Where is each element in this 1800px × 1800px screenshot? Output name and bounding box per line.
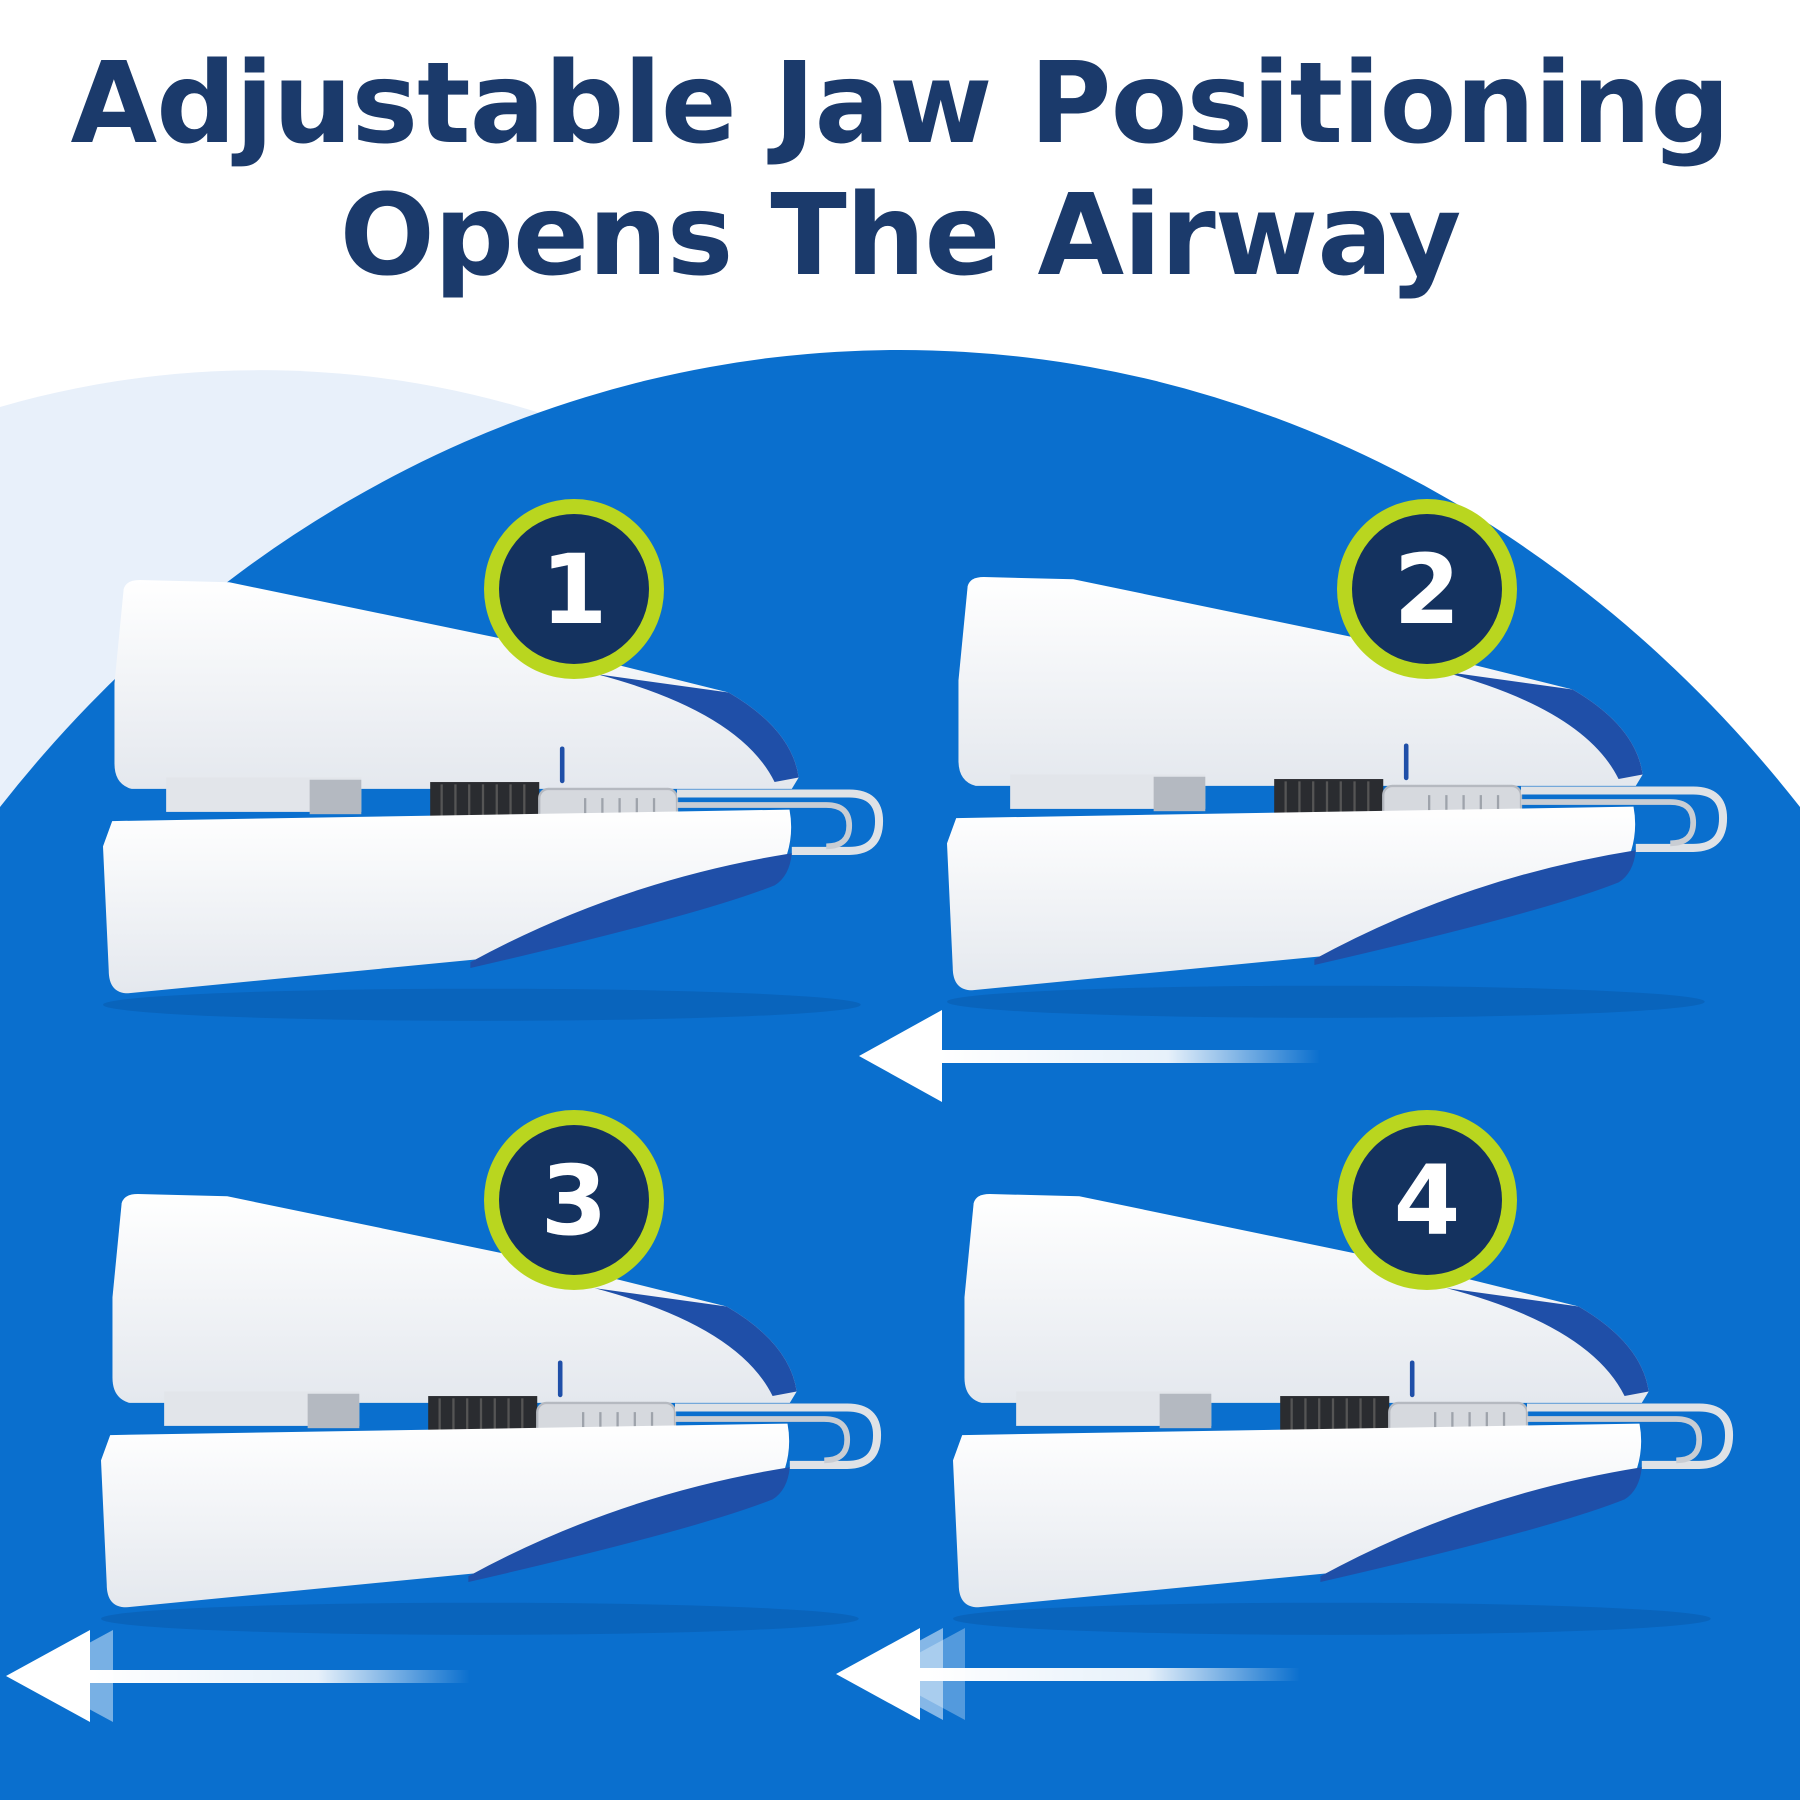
step-number: 3: [541, 1145, 608, 1257]
step-number: 1: [541, 534, 608, 646]
step-badge-4: 4: [1337, 1110, 1517, 1290]
step-badge-3: 3: [484, 1110, 664, 1290]
page-title-line-2: Opens The Airway: [339, 171, 1462, 301]
step-number: 2: [1394, 534, 1461, 646]
step-badge-2: 2: [1337, 499, 1517, 679]
double-left-arrow-icon: [6, 1630, 470, 1722]
triple-left-arrow-icon: [836, 1628, 1300, 1720]
step-badge-1: 1: [484, 499, 664, 679]
step-number: 4: [1394, 1145, 1461, 1257]
page-title-line-1: Adjustable Jaw Positioning: [70, 39, 1731, 169]
left-arrow-icon: [859, 1010, 1320, 1102]
